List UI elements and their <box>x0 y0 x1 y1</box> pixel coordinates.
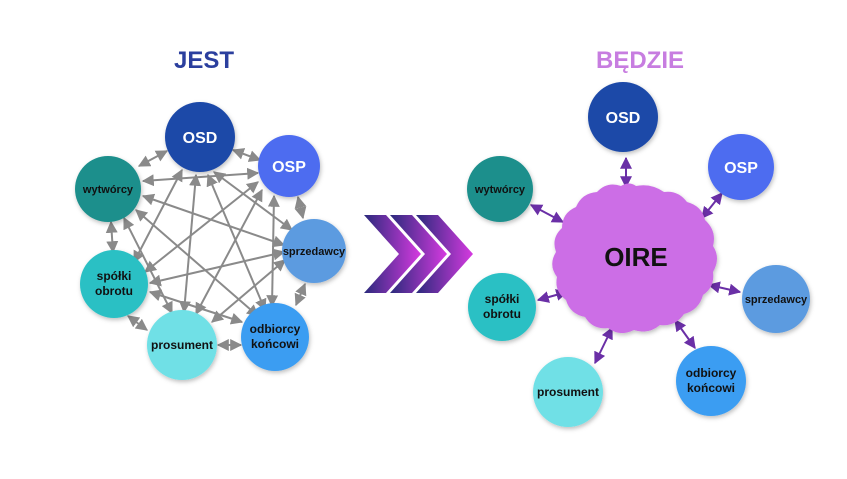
node-odbiorcy-left-line1: odbiorcy <box>250 322 301 336</box>
chevron-2 <box>390 215 447 293</box>
hub-oire-label: OIRE <box>604 242 668 272</box>
node-osp-right-label: OSP <box>724 160 758 177</box>
node-odbiorcy-right-line2: końcowi <box>687 381 735 395</box>
node-prosument-right: prosument <box>533 357 603 427</box>
arrow-hub-prosument <box>594 326 613 365</box>
node-osd-left-label: OSD <box>183 130 218 147</box>
node-wytworcy-right-label: wytwórcy <box>474 184 526 196</box>
node-odbiorcy-right: odbiorcy końcowi <box>676 346 746 416</box>
node-prosument-right-label: prosument <box>537 385 599 399</box>
arrow-hub-osp <box>701 192 723 219</box>
node-odbiorcy-left-line2: końcowi <box>251 337 299 351</box>
node-odbiorcy-right-line1: odbiorcy <box>686 366 737 380</box>
title-bedzie: BĘDZIE <box>596 47 684 74</box>
hub-arrows <box>529 156 742 365</box>
mesh-arrows <box>105 148 307 351</box>
arrow-odbiorcy-spolki <box>148 289 244 325</box>
arrow-spolki-wytworcy <box>105 220 119 254</box>
arrow-sprzedawcy-spolki <box>148 248 286 287</box>
arrow-osp-prosument <box>195 188 263 316</box>
node-sprzedawcy-right-label: sprzedawcy <box>745 294 808 306</box>
node-wytworcy-left: wytwórcy <box>75 156 141 222</box>
arrow-osd-wytworcy <box>137 150 169 167</box>
node-spolki-left: spółki obrotu <box>80 250 148 318</box>
node-sprzedawcy-left: sprzedawcy <box>282 219 346 283</box>
node-wytworcy-right: wytwórcy <box>467 156 533 222</box>
hub-oire: OIRE <box>552 183 717 334</box>
node-odbiorcy-left: odbiorcy końcowi <box>241 303 309 371</box>
node-spolki-left-line1: spółki <box>97 269 132 283</box>
transition-chevrons <box>364 215 473 293</box>
arrow-osd-prosument <box>178 173 202 314</box>
hub-oire-shape <box>552 183 717 334</box>
arrow-osp-sprzedawcy <box>294 195 307 220</box>
arrow-hub-odbiorcy <box>674 319 696 349</box>
node-osd-left: OSD <box>165 102 235 172</box>
node-osd-right: OSD <box>588 82 658 152</box>
node-spolki-left-line2: obrotu <box>95 284 133 298</box>
arrow-hub-wytworcy <box>529 204 565 223</box>
node-sprzedawcy-left-label: sprzedawcy <box>283 246 346 258</box>
arrow-wytworcy-osp <box>141 167 260 187</box>
arrow-hub-sprzedawcy <box>707 281 742 296</box>
chevron-3 <box>416 215 473 293</box>
chevron-1 <box>364 215 421 293</box>
node-spolki-right: spółki obrotu <box>468 273 536 341</box>
node-prosument-left-label: prosument <box>151 338 213 352</box>
node-osp-right: OSP <box>708 134 774 200</box>
node-spolki-right-line2: obrotu <box>483 307 521 321</box>
arrow-osp-spolki <box>144 181 259 273</box>
arrow-osd-osp <box>231 148 262 162</box>
node-prosument-left: prosument <box>147 310 217 380</box>
title-jest: JEST <box>174 47 234 74</box>
node-spolki-right-line1: spółki <box>485 292 520 306</box>
node-sprzedawcy-right: sprzedawcy <box>742 265 810 333</box>
arrow-osd-odbiorcy <box>206 173 267 312</box>
arrow-sprzedawcy-odbiorcy <box>294 282 307 307</box>
node-osp-left-label: OSP <box>272 159 306 176</box>
arrow-osp-odbiorcy <box>266 194 280 308</box>
node-osd-right-label: OSD <box>606 110 641 127</box>
node-osp-left: OSP <box>258 135 320 197</box>
arrow-prosument-spolki <box>127 315 148 331</box>
node-wytworcy-left-label: wytwórcy <box>82 184 134 196</box>
